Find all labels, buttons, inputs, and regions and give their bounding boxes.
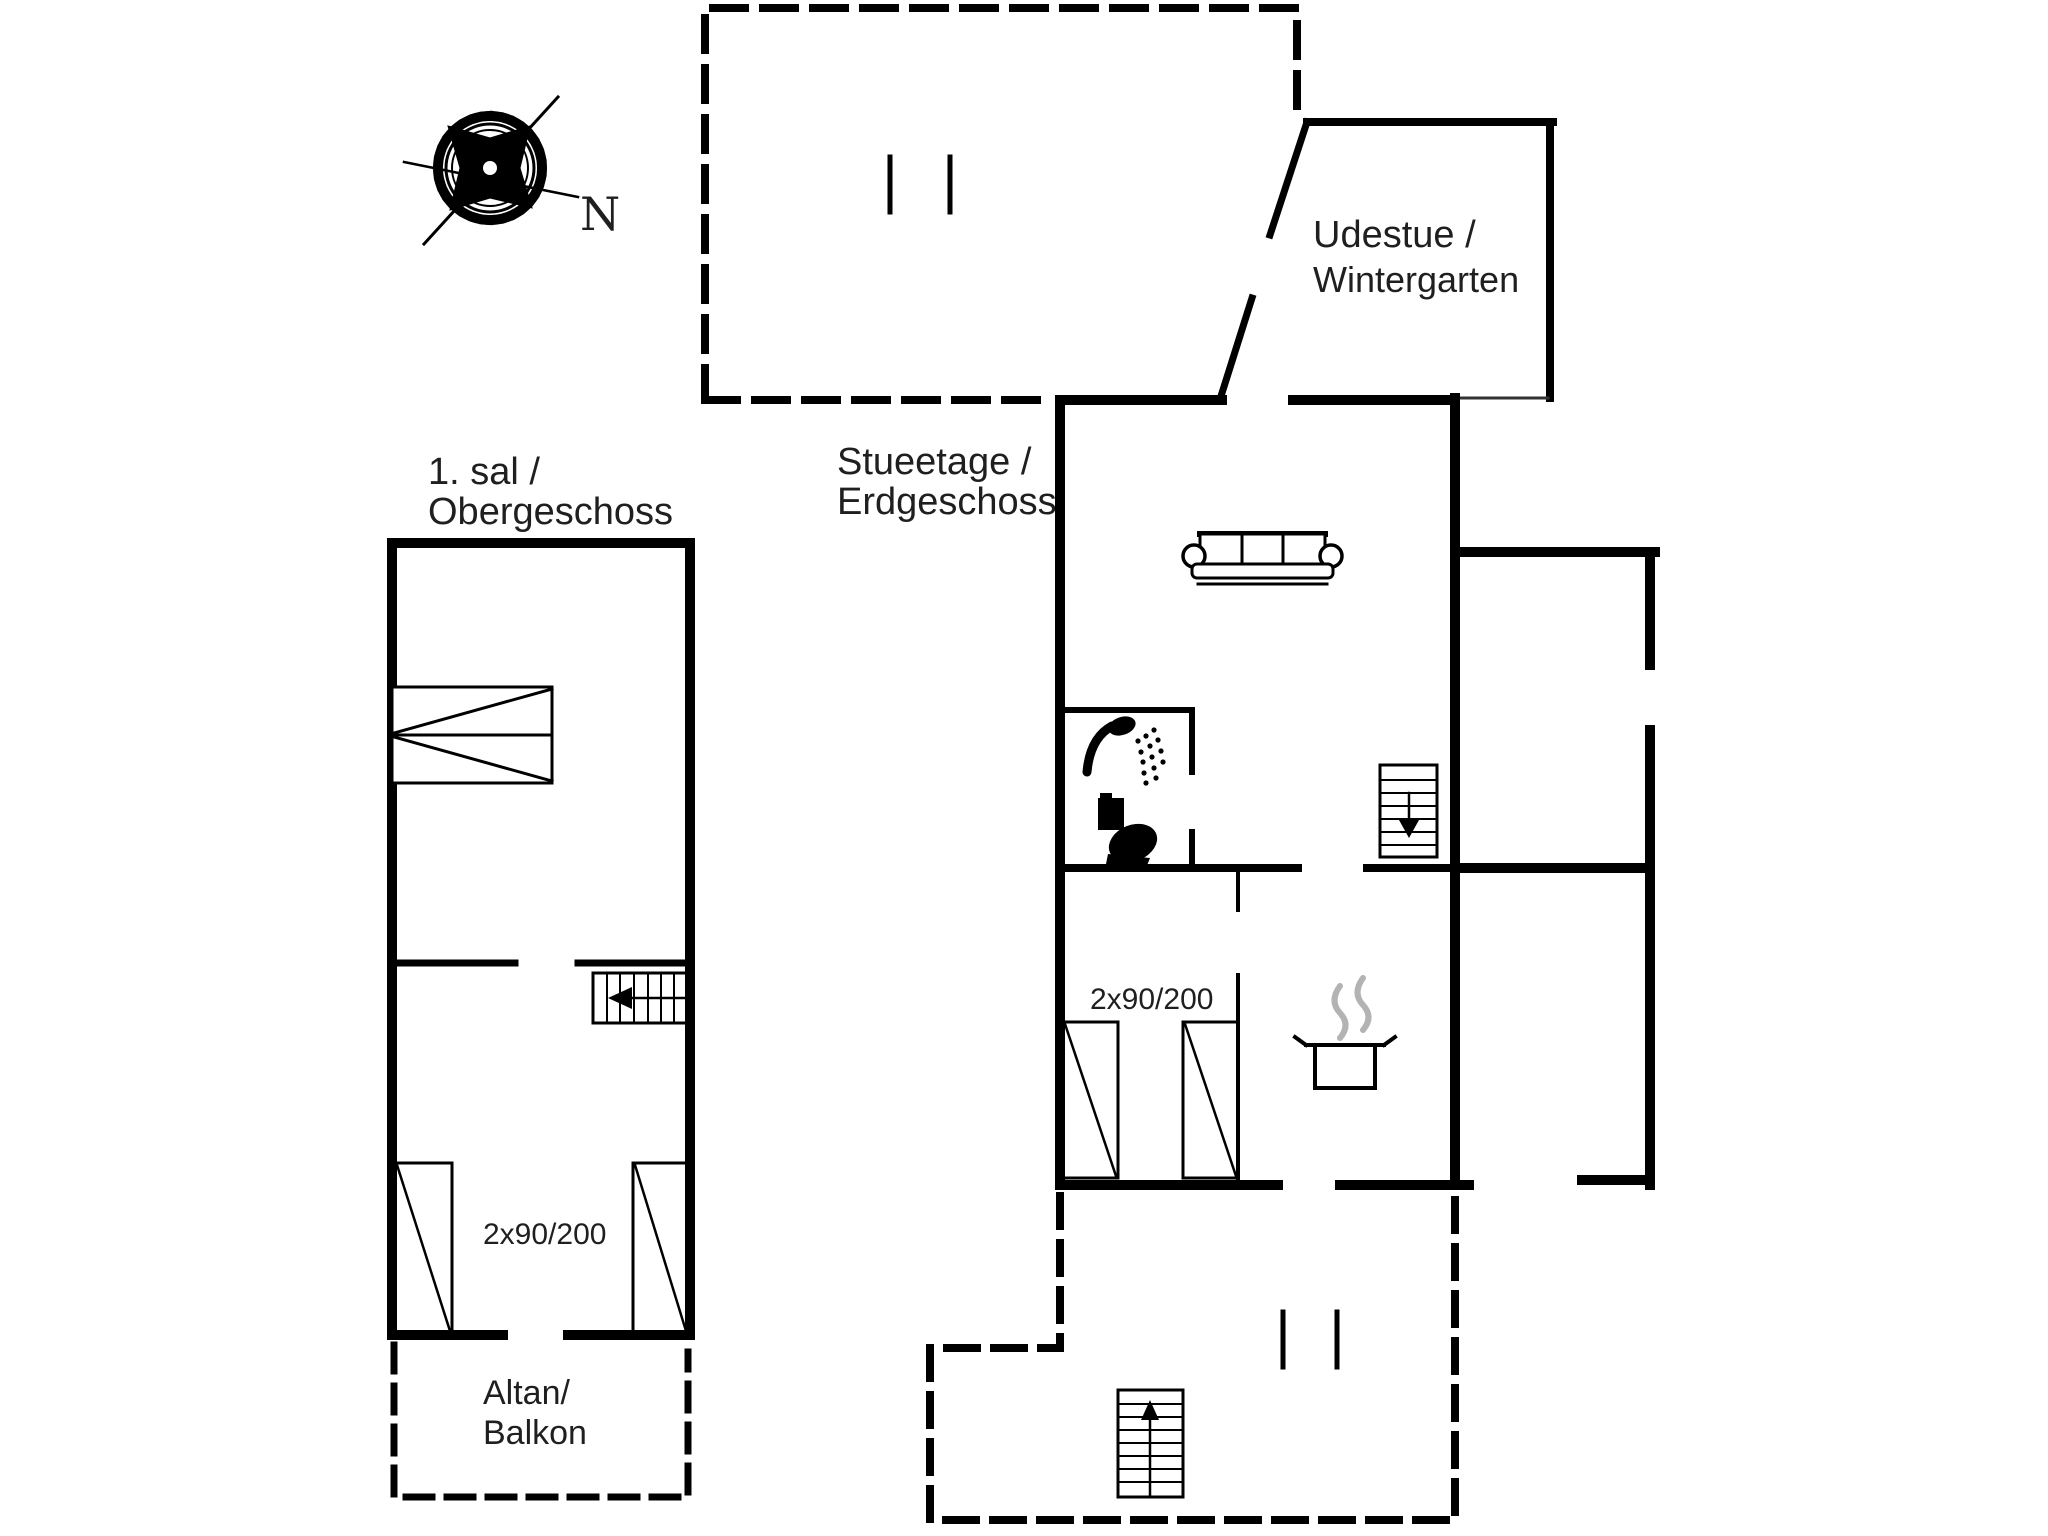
upper-floor-title-line1: 1. sal / (428, 451, 540, 493)
sunroom-label-line1: Udestue / (1313, 214, 1476, 256)
upper-bed-size-label: 2x90/200 (483, 1218, 606, 1251)
balcony-label-line1: Altan/ (483, 1374, 570, 1412)
ground-floor-title-line1: Stueetage / (837, 441, 1032, 483)
shower-spray-dots (1135, 727, 1166, 786)
balcony-label: Altan/ Balkon (483, 1374, 587, 1452)
ground-bed-size-label: 2x90/200 (1090, 983, 1213, 1016)
ground-floor-exterior-walls (1055, 393, 1660, 1190)
ground-floor-title-line2: Erdgeschoss (837, 481, 1057, 523)
compass-rose-icon (402, 94, 580, 247)
ground-single-bed-right (1181, 1020, 1240, 1180)
steam-icon (1331, 975, 1372, 1041)
shower-icon (1082, 716, 1166, 786)
double-bed-icon (390, 685, 554, 785)
ground-single-bed-left (1061, 1020, 1120, 1180)
upper-floor-title: 1. sal / Obergeschoss (428, 451, 673, 533)
ground-floor-title: Stueetage / Erdgeschoss (837, 441, 1057, 523)
lower-terrace-door-marks (1280, 1309, 1340, 1370)
terrace-stairs-icon (1116, 1388, 1185, 1499)
sofa-icon (1181, 531, 1344, 586)
stairs-down-icon (1378, 763, 1439, 859)
upper-single-bed-left (393, 1161, 454, 1335)
upper-floor-exterior-walls (387, 538, 695, 1340)
upper-floor-title-line2: Obergeschoss (428, 491, 673, 533)
pot-icon (1292, 975, 1398, 1090)
lower-terrace-outline (926, 1192, 1459, 1524)
north-label: N (580, 187, 620, 241)
top-terrace-door-marks (887, 154, 953, 215)
upper-stairs-icon (591, 971, 690, 1025)
balcony-label-line2: Balkon (483, 1414, 587, 1452)
toilet-icon (1098, 793, 1158, 868)
upper-single-bed-right (631, 1161, 690, 1335)
sunroom-label-line2: Wintergarten (1313, 259, 1519, 300)
balcony-outline (390, 1341, 692, 1501)
top-terrace-outline (701, 4, 1301, 404)
sunroom-walls (1217, 117, 1557, 402)
sunroom-label: Udestue / Wintergarten (1313, 214, 1519, 300)
